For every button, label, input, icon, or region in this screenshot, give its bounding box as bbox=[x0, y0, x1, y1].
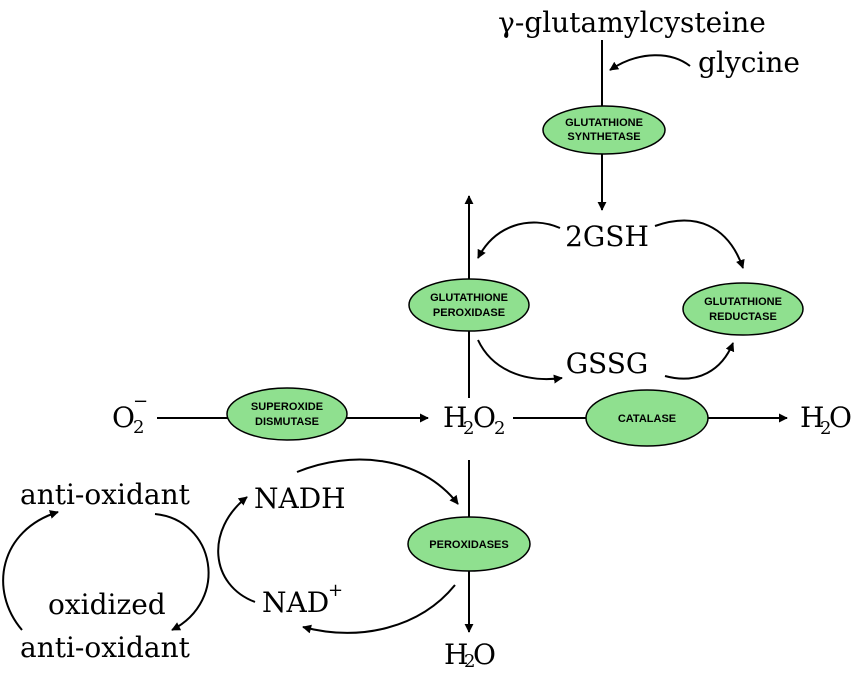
oxidized-to-antioxidant-arrow bbox=[2, 510, 59, 631]
gsh-label: 2GSH bbox=[565, 220, 649, 253]
h2o-right-h: H bbox=[800, 401, 824, 434]
nad-to-nadh-arrow bbox=[217, 496, 256, 603]
peroxidases-to-nad-arrow bbox=[302, 584, 456, 634]
enzyme-label-line: GLUTATHIONE bbox=[565, 117, 643, 129]
peroxidase-to-gssg-arrow bbox=[477, 339, 563, 384]
enzyme-label-line: SYNTHETASE bbox=[567, 131, 640, 143]
h2o-bottom-sub: 2 bbox=[464, 651, 475, 672]
h2o2-o: O bbox=[473, 401, 496, 434]
gssg-to-reductase-arrow bbox=[664, 342, 735, 380]
enzyme-label-line: GLUTATHIONE bbox=[430, 292, 508, 304]
h2o-bottom-h: H bbox=[444, 638, 468, 671]
gamma-glutamylcysteine-label: γ-glutamylcysteine bbox=[498, 6, 766, 39]
enzyme-label-line: DISMUTASE bbox=[255, 416, 319, 428]
nadh-label: NADH bbox=[254, 482, 346, 515]
h2o-bottom-o: O bbox=[473, 638, 496, 671]
enzyme-label-line: CATALASE bbox=[618, 413, 676, 425]
superoxide-subscript: 2 bbox=[133, 417, 144, 438]
superoxide-label: O 2 − bbox=[112, 391, 148, 438]
enzyme-peroxidases: PEROXIDASES bbox=[407, 516, 531, 572]
superoxide-o: O bbox=[112, 401, 135, 434]
hydrogen-peroxide-label: H 2 O 2 bbox=[443, 401, 505, 439]
enzyme-label-line: PEROXIDASES bbox=[429, 539, 508, 551]
enzyme-label-line: SUPEROXIDE bbox=[251, 401, 323, 413]
enzyme-label-line: REDUCTASE bbox=[709, 311, 777, 323]
oxidized-antioxidant-line1: oxidized bbox=[48, 588, 166, 621]
nad-charge: + bbox=[328, 580, 343, 601]
h2o2-h: H bbox=[443, 401, 467, 434]
water-right-label: H 2 O bbox=[800, 401, 852, 439]
gssg-label: GSSG bbox=[566, 347, 649, 380]
glycine-arrow bbox=[609, 54, 691, 71]
antioxidant-to-oxidized-arrow bbox=[154, 513, 210, 631]
nad-base: NAD bbox=[262, 586, 329, 619]
enzyme-superoxide-dismutase: SUPEROXIDE DISMUTASE bbox=[226, 387, 348, 441]
enzyme-glutathione-peroxidase: GLUTATHIONE PEROXIDASE bbox=[408, 278, 530, 332]
nad-plus-label: NAD + bbox=[262, 580, 343, 619]
enzyme-label-line: PEROXIDASE bbox=[433, 307, 505, 319]
enzyme-catalase: CATALASE bbox=[585, 389, 709, 447]
enzyme-glutathione-synthetase: GLUTATHIONE SYNTHETASE bbox=[542, 105, 666, 155]
water-bottom-label: H 2 O bbox=[444, 638, 496, 672]
h2o2-sub1: 2 bbox=[463, 418, 474, 439]
enzyme-label-line: GLUTATHIONE bbox=[704, 296, 782, 308]
oxidized-antioxidant-line2: anti-oxidant bbox=[20, 631, 191, 664]
nadh-to-peroxidases-arrow bbox=[296, 458, 459, 505]
gsh-to-reductase-arrow bbox=[654, 219, 745, 269]
glycine-label: glycine bbox=[698, 46, 800, 79]
h2o-right-sub: 2 bbox=[820, 418, 831, 439]
h2o2-sub2: 2 bbox=[494, 418, 505, 439]
antioxidant-label: anti-oxidant bbox=[20, 478, 191, 511]
enzyme-glutathione-reductase: GLUTATHIONE REDUCTASE bbox=[682, 282, 804, 336]
h2o-right-o: O bbox=[829, 401, 852, 434]
superoxide-charge: − bbox=[133, 391, 148, 412]
gsh-to-peroxidase-arrow bbox=[477, 221, 561, 259]
